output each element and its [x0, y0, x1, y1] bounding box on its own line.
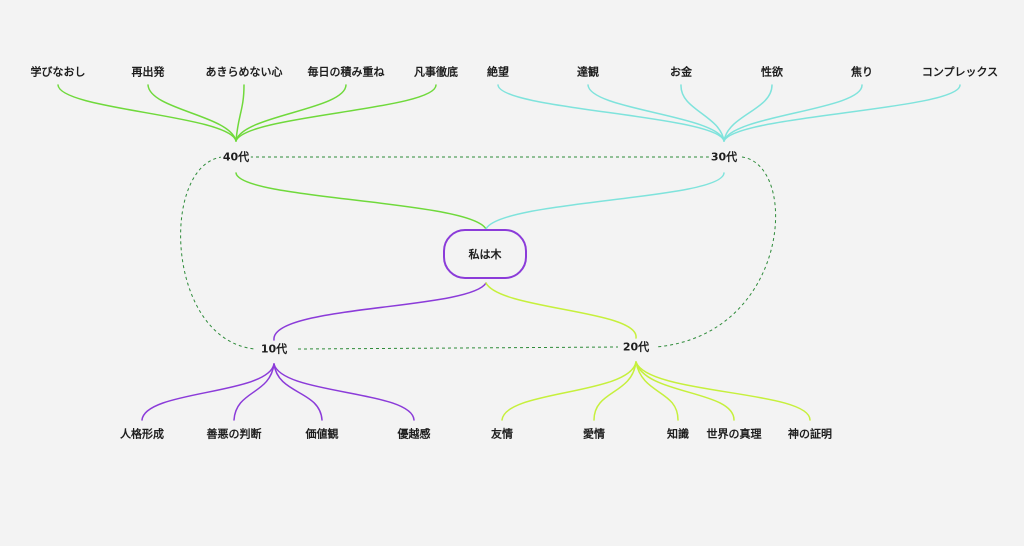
- age-node-10[interactable]: 10代: [258, 342, 290, 356]
- root-node-label: 私は木: [468, 248, 502, 261]
- leaf-link-10-0: [141, 363, 275, 421]
- leaf-link-20-3: [635, 361, 735, 421]
- leaf-node-10-0[interactable]: 人格形成: [118, 427, 166, 441]
- age-node-20[interactable]: 20代: [620, 340, 652, 354]
- leaf-link-20-0: [501, 361, 637, 421]
- leaf-node-20-2[interactable]: 知識: [665, 427, 691, 441]
- leaf-node-20-0[interactable]: 友情: [489, 427, 515, 441]
- branch-root-40: [235, 172, 487, 230]
- leaf-node-40-3[interactable]: 毎日の積み重ね: [305, 65, 387, 79]
- leaf-link-30-0: [497, 84, 725, 142]
- leaf-link-20-1: [593, 361, 637, 421]
- leaf-node-40-0[interactable]: 学びなおし: [28, 65, 88, 79]
- leaf-link-40-1: [147, 84, 237, 142]
- leaf-node-30-2[interactable]: お金: [668, 65, 694, 79]
- leaf-node-20-3[interactable]: 世界の真理: [704, 427, 764, 441]
- leaf-link-40-4: [235, 84, 437, 142]
- leaf-link-40-3: [235, 84, 347, 142]
- root-node[interactable]: 私は木: [443, 229, 527, 279]
- leaf-link-10-3: [273, 363, 415, 421]
- leaf-node-40-2[interactable]: あきらめない心: [203, 65, 285, 79]
- branch-root-30: [485, 172, 725, 230]
- age-node-30[interactable]: 30代: [708, 150, 740, 164]
- dashed-link-30-20: [655, 156, 777, 348]
- leaf-link-40-2: [235, 84, 245, 142]
- branch-root-10: [273, 282, 487, 341]
- leaf-link-30-5: [723, 84, 961, 142]
- leaf-link-40-0: [57, 84, 237, 142]
- leaf-link-20-4: [635, 361, 811, 421]
- leaf-link-30-3: [723, 84, 773, 142]
- leaf-link-20-2: [635, 361, 679, 421]
- dashed-link-10-20: [297, 346, 619, 350]
- leaf-node-10-1[interactable]: 善悪の判断: [204, 427, 264, 441]
- leaf-link-10-2: [273, 363, 323, 421]
- leaf-node-10-3[interactable]: 優越感: [395, 427, 433, 441]
- leaf-node-30-1[interactable]: 達観: [575, 65, 601, 79]
- dashed-link-40-10: [180, 156, 256, 350]
- leaf-link-30-2: [680, 84, 725, 142]
- leaf-node-20-4[interactable]: 神の証明: [786, 427, 834, 441]
- leaf-link-10-1: [233, 363, 275, 421]
- leaf-node-30-5[interactable]: コンプレックス: [919, 65, 1001, 79]
- leaf-node-40-4[interactable]: 凡事徹底: [412, 65, 460, 79]
- leaf-node-30-0[interactable]: 絶望: [485, 65, 511, 79]
- branch-root-20: [485, 282, 637, 339]
- age-node-40[interactable]: 40代: [220, 150, 252, 164]
- leaf-node-10-2[interactable]: 価値観: [303, 427, 341, 441]
- leaf-node-40-1[interactable]: 再出発: [129, 65, 167, 79]
- leaf-node-30-3[interactable]: 性欲: [759, 65, 785, 79]
- leaf-node-30-4[interactable]: 焦り: [849, 65, 875, 79]
- leaf-link-30-4: [723, 84, 863, 142]
- leaf-node-20-1[interactable]: 愛情: [581, 427, 607, 441]
- leaf-link-30-1: [587, 84, 725, 142]
